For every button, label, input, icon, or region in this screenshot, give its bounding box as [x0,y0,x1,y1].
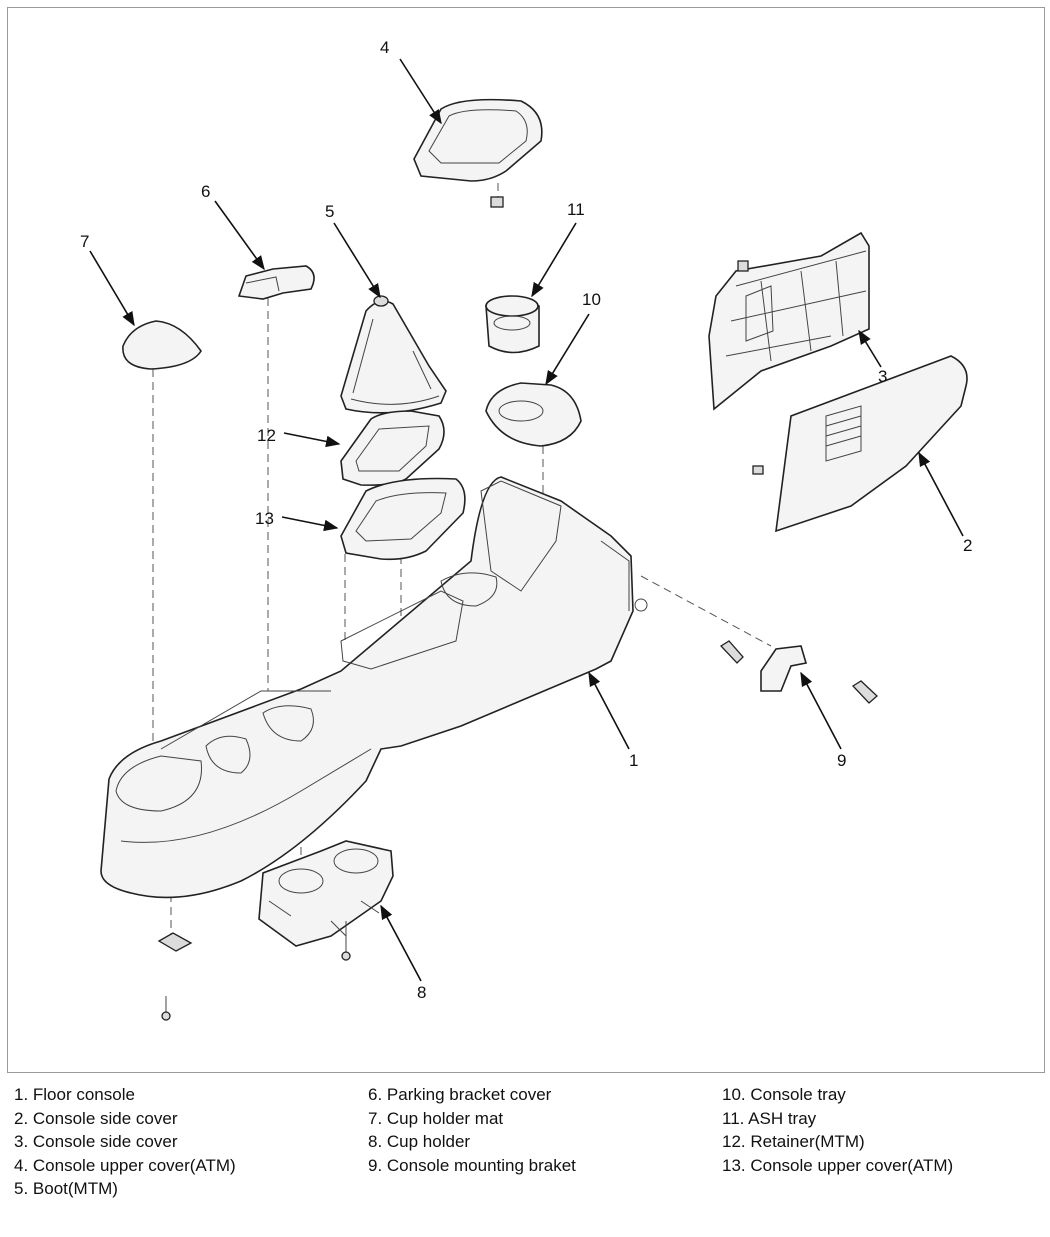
legend-item: 13. Console upper cover(ATM) [722,1155,954,1175]
legend-column-3: 10. Console tray 11. ASH tray 12. Retain… [722,1083,953,1177]
legend-item: 12. Retainer(MTM) [722,1132,865,1151]
legend-item: 7. Cup holder mat [368,1108,504,1128]
legend-item: 5. Boot(MTM) [14,1179,118,1198]
console-tray-part [485,382,582,447]
callout-8: 8 [417,983,426,1002]
legend-column-2: 6. Parking bracket cover 7. Cup holder m… [368,1083,576,1177]
legend-item: 8. Cup holder [368,1132,471,1151]
leader-lines [89,58,964,982]
console-side-cover-3-part [708,231,870,411]
exploded-diagram: 4 6 5 11 7 10 3 12 13 2 1 9 8 [80,38,972,1021]
legend-item: 3. Console side cover [14,1132,178,1151]
floor-console-part [100,476,648,899]
ash-tray-part [485,295,540,354]
callout-3: 3 [878,367,887,386]
console-mounting-bracket-part [719,640,878,704]
callout-4: 4 [380,38,389,57]
legend-column-1: 1. Floor console 2. Console side cover 3… [14,1083,236,1201]
cup-holder-mat-part [122,320,202,370]
exploded-diagram-frame: 4 6 5 11 7 10 3 12 13 2 1 9 8 [7,7,1045,1073]
legend-item: 6. Parking bracket cover [368,1085,552,1104]
callout-12: 12 [257,426,276,445]
callout-13: 13 [255,509,274,528]
legend-item: 11. ASH tray [722,1108,817,1128]
retainer-part [340,410,445,486]
callout-6: 6 [201,182,210,201]
callout-10: 10 [582,290,601,309]
callout-9: 9 [837,751,846,770]
console-side-cover-2-part [752,355,968,533]
console-upper-cover-top-part [413,98,543,208]
parking-bracket-cover-part [237,265,315,300]
callout-1: 1 [629,751,638,770]
boot-part [340,295,447,414]
legend-item: 4. Console upper cover(ATM) [14,1155,236,1175]
legend-item: 10. Console tray [722,1085,846,1104]
legend-item: 1. Floor console [14,1085,135,1104]
cup-holder-part [258,840,394,961]
callout-5: 5 [325,202,334,221]
callout-11: 11 [567,200,585,219]
callout-2: 2 [963,536,972,555]
parts-legend: 1. Floor console 2. Console side cover 3… [0,1083,1050,1213]
callout-labels: 4 6 5 11 7 10 3 12 13 2 1 9 8 [80,38,972,1002]
legend-item: 9. Console mounting braket [368,1155,576,1175]
callout-7: 7 [80,232,89,251]
console-upper-cover-part [340,477,466,561]
legend-item: 2. Console side cover [14,1108,178,1128]
screws [157,932,193,1021]
